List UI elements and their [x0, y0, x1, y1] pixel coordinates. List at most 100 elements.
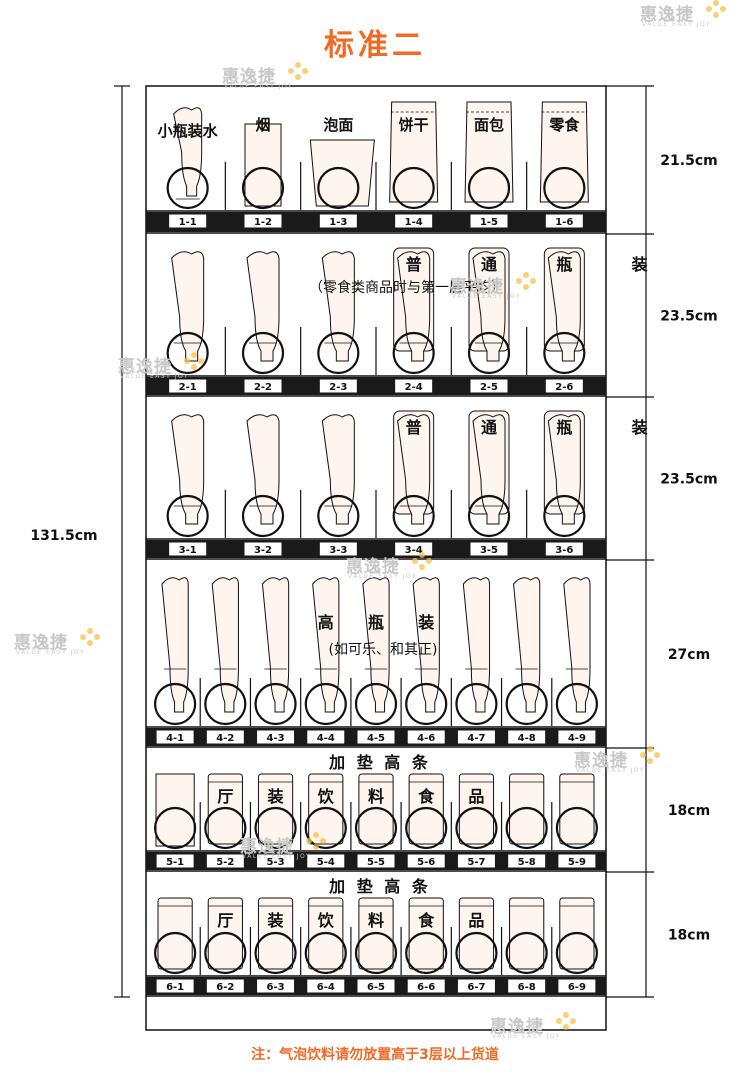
slot-tag-bg [206, 854, 244, 868]
spiral-coil [455, 931, 498, 975]
bottle-outline [513, 577, 541, 713]
slot-number: 5-2 [216, 857, 234, 868]
slot-number: 1-2 [254, 217, 272, 228]
slot-tag-bg [545, 542, 583, 556]
row-header: 加 垫 高 条 [328, 753, 431, 772]
slot-number: 6-9 [568, 982, 586, 993]
row-type-character: 食 [417, 787, 435, 806]
slot-number: 6-4 [317, 982, 335, 993]
row-type-character: 装 [267, 911, 284, 930]
row-type-character: 厅 [217, 787, 233, 806]
bottle-outline [412, 577, 440, 713]
slot-number: 6-8 [518, 982, 536, 993]
slot-tag-bg [307, 979, 345, 993]
slot-tag-bg [407, 730, 445, 744]
slot-tag-bg [357, 854, 395, 868]
slot-number: 6-6 [417, 982, 435, 993]
spiral-coil [455, 682, 498, 726]
slot-tag-bg [508, 854, 546, 868]
slot-tag-bg [407, 979, 445, 993]
row-type-character: 装 [631, 418, 648, 437]
slot-tag-bg [156, 854, 194, 868]
slot-tag-bg [156, 979, 194, 993]
row-height-label: 18cm [668, 803, 710, 819]
slot-tag-bg [307, 730, 345, 744]
slot-tag-bg [508, 979, 546, 993]
cigarette-box-outline [244, 123, 282, 207]
slot-number: 3-2 [254, 545, 272, 556]
spiral-coil [166, 166, 209, 210]
row-type-character: 厅 [217, 911, 233, 930]
slot-tag-bg [244, 542, 282, 556]
row-type-character: 饮 [317, 911, 335, 930]
slot-number: 6-7 [467, 982, 485, 993]
slot-number: 4-2 [216, 733, 234, 744]
spiral-coil [505, 806, 548, 850]
slot-tag-bg [169, 542, 207, 556]
bottle-outline [246, 414, 280, 525]
spiral-coil [455, 806, 498, 850]
product-category-label: 饼干 [399, 116, 429, 134]
slot-number: 5-7 [467, 857, 485, 868]
row-type-character: 通 [481, 418, 497, 437]
slot-number: 6-5 [367, 982, 385, 993]
slot-number: 2-5 [480, 382, 498, 393]
row-type-character: 瓶 [556, 255, 572, 274]
slot-tag-bg [257, 730, 295, 744]
row-type-character: 高 [318, 613, 334, 632]
row-type-character: 品 [468, 911, 484, 930]
slot-tag-bg [508, 730, 546, 744]
slot-number: 3-3 [329, 545, 347, 556]
slot-number: 3-6 [555, 545, 573, 556]
spiral-coil [392, 494, 435, 538]
row-type-character: 瓶 [556, 418, 572, 437]
spiral-coil [405, 682, 448, 726]
spiral-coil [405, 931, 448, 975]
row-type-character: 装 [631, 255, 648, 274]
spiral-coil [317, 494, 360, 538]
spiral-coil [204, 682, 247, 726]
row-header: 加 垫 高 条 [328, 877, 431, 896]
slot-number: 4-5 [367, 733, 385, 744]
row-height-label: 23.5cm [660, 472, 717, 488]
bottle-outline [312, 577, 340, 713]
slot-number: 1-5 [480, 217, 498, 228]
spiral-coil [154, 806, 197, 850]
slot-number: 5-4 [317, 857, 335, 868]
product-category-label: 烟 [255, 116, 270, 134]
snack-bag-outline [464, 101, 514, 203]
slot-tag-bg [457, 979, 495, 993]
spiral-coil [241, 166, 285, 210]
slot-number: 5-8 [518, 857, 536, 868]
slot-tag-bg [319, 379, 357, 393]
slot-tag-bg [558, 730, 596, 744]
spiral-coil [354, 931, 398, 975]
spiral-coil [304, 682, 347, 726]
shelf-price-bar [146, 212, 606, 232]
bottle-outline [261, 577, 290, 713]
slot-number: 2-2 [254, 382, 272, 393]
spiral-coil [354, 682, 398, 726]
slot-tag-bg [558, 854, 596, 868]
slot-number: 4-3 [267, 733, 285, 744]
slot-tag-bg [319, 214, 357, 228]
row-type-character: 料 [368, 911, 384, 930]
bottle-outline [173, 107, 203, 197]
product-category-label: 小瓶装水 [158, 122, 219, 140]
spiral-coil [204, 931, 247, 975]
row-type-character: 普 [406, 418, 422, 437]
bottle-outline [321, 251, 355, 362]
snack-bag-outline [389, 101, 439, 203]
slot-tag-bg [206, 730, 244, 744]
slot-number: 2-6 [555, 382, 573, 393]
slot-number: 5-3 [267, 857, 285, 868]
bottle-outline [462, 577, 491, 713]
slot-number: 3-1 [179, 545, 197, 556]
